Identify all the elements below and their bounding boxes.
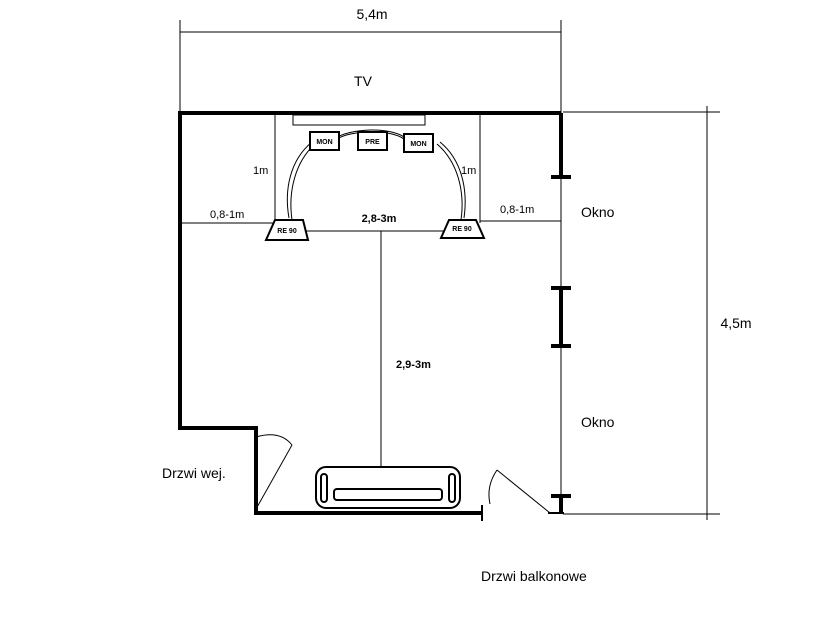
- front-left-distance-label: 1m: [253, 165, 268, 177]
- sofa: [315, 466, 461, 509]
- window-bottom: [551, 344, 571, 498]
- depth-label: 4,5m: [720, 315, 751, 331]
- speaker-spacing-label: 2,8-3m: [362, 213, 397, 225]
- window-top-label: Okno: [581, 204, 615, 220]
- entrance-door: [255, 434, 293, 510]
- front-right-distance-label: 1m: [461, 165, 476, 177]
- speaker-left-label: RE 90: [277, 228, 297, 235]
- preamp: PRE: [357, 131, 388, 151]
- width-label: 5,4m: [356, 6, 387, 22]
- preamp-label: PRE: [365, 139, 380, 146]
- left-side-gap-label: 0,8-1m: [210, 209, 244, 221]
- width-dimension: 5,4m: [179, 6, 562, 113]
- speaker-left: RE 90: [264, 219, 310, 241]
- window-bottom-label: Okno: [581, 414, 615, 430]
- speaker-right: RE 90: [439, 219, 486, 239]
- monitor-left-label: MON: [316, 139, 332, 146]
- room-walls: [178, 111, 564, 515]
- balcony-door: [481, 469, 551, 521]
- balcony-door-label: Drzwi balkonowe: [481, 568, 587, 584]
- depth-dimension: 4,5m: [563, 106, 752, 520]
- listening-distance-label: 2,9-3m: [396, 359, 431, 371]
- window-top: [551, 175, 571, 290]
- monitor-right-label: MON: [410, 141, 426, 148]
- monitor-right: MON: [403, 133, 434, 153]
- tv-label: TV: [354, 73, 373, 89]
- entrance-door-label: Drzwi wej.: [162, 465, 226, 481]
- monitor-left: MON: [309, 131, 340, 151]
- right-side-gap-label: 0,8-1m: [500, 204, 534, 216]
- speaker-right-label: RE 90: [452, 226, 472, 233]
- tv-console: [292, 114, 426, 126]
